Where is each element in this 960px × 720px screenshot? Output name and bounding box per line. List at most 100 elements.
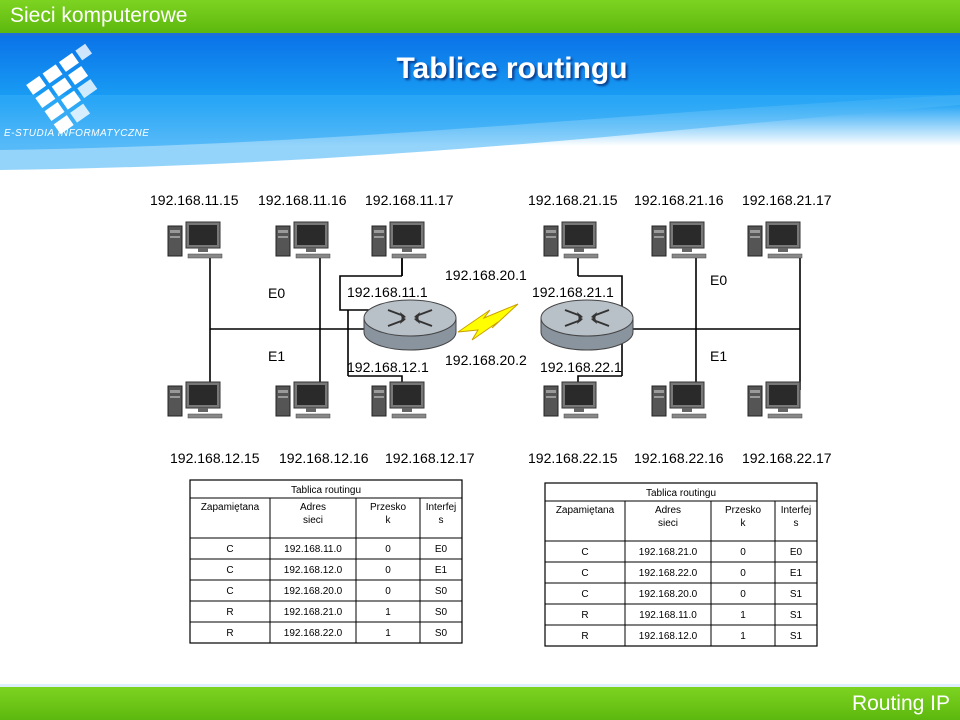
top-divider	[0, 33, 960, 36]
right-e0-label: E0	[710, 272, 727, 288]
table-header: sieci	[303, 515, 323, 526]
table-cell: S1	[790, 589, 803, 600]
table-header: Zapamiętana	[556, 505, 615, 516]
table-cell: S0	[435, 607, 448, 618]
table-cell: R	[581, 610, 588, 621]
table-cell: 192.168.20.0	[639, 589, 698, 600]
table-cell: C	[581, 589, 588, 600]
table-cell: E1	[790, 568, 803, 579]
topic-label: Routing IP	[851, 692, 950, 715]
right-router-icon	[540, 299, 634, 351]
table-cell: 0	[385, 565, 391, 576]
table-header: Zapamiętana	[201, 502, 260, 513]
host-12-17-icon	[371, 381, 427, 419]
table-cell: 0	[740, 547, 746, 558]
right-e1-label: E1	[710, 348, 727, 364]
host-ip: 192.168.12.16	[279, 450, 369, 466]
table-cell: C	[226, 544, 233, 555]
left-router-icon	[363, 299, 457, 351]
host-ip: 192.168.12.15	[170, 450, 260, 466]
table-header: s	[794, 518, 799, 529]
host-ip: 192.168.22.17	[742, 450, 832, 466]
host-ip: 192.168.21.16	[634, 192, 724, 208]
table-cell: 1	[385, 607, 391, 618]
e-studia-logo-icon	[26, 43, 98, 135]
left-router-ip-bottom: 192.168.12.1	[347, 359, 429, 375]
table-cell: 192.168.21.0	[284, 607, 343, 618]
host-11-17-icon	[371, 221, 427, 259]
table-cell: 192.168.22.0	[284, 628, 343, 639]
host-22-16-icon	[651, 381, 707, 419]
table-cell: C	[581, 547, 588, 558]
table-cell: 0	[385, 586, 391, 597]
host-22-17-icon	[747, 381, 803, 419]
host-ip: 192.168.22.15	[528, 450, 618, 466]
table-cell: 192.168.20.0	[284, 586, 343, 597]
table-cell: 1	[740, 631, 746, 642]
table-cell: C	[226, 586, 233, 597]
host-21-17-icon	[747, 221, 803, 259]
table-cell: 0	[740, 589, 746, 600]
table-cell: 192.168.22.0	[639, 568, 698, 579]
table-cell: 1	[740, 610, 746, 621]
table-frame	[189, 479, 463, 644]
table-cell: E1	[435, 565, 448, 576]
host-ip: 192.168.11.16	[258, 192, 347, 208]
table-cell: R	[226, 607, 233, 618]
table-title: Tablica routingu	[646, 488, 716, 499]
right-router-ip-bottom: 192.168.22.1	[540, 359, 622, 375]
network-diagram: 192.168.11.15 192.168.11.16 192.168.11.1…	[150, 192, 832, 647]
logo-text: E-STUDIA INFORMATYCZNE	[4, 128, 150, 139]
table-cell: C	[226, 565, 233, 576]
table-header: Przesko	[370, 502, 407, 513]
top-bar: Sieci komputerowe	[0, 0, 960, 33]
table-cell: C	[581, 568, 588, 579]
course-name: Sieci komputerowe	[10, 4, 188, 27]
table-header: Interfej	[781, 505, 812, 516]
host-21-15-icon	[543, 221, 599, 259]
table-cell: 0	[385, 544, 391, 555]
table-cell: 192.168.21.0	[639, 547, 698, 558]
table-cell: 1	[385, 628, 391, 639]
table-header: sieci	[658, 518, 678, 529]
host-12-16-icon	[275, 381, 331, 419]
host-12-15-icon	[167, 381, 223, 419]
table-cell: 192.168.12.0	[284, 565, 343, 576]
left-router-ip-top: 192.168.11.1	[347, 284, 428, 300]
host-11-15-icon	[167, 221, 223, 259]
host-ip: 192.168.12.17	[385, 450, 475, 466]
table-cell: S1	[790, 631, 803, 642]
table-cell: E0	[435, 544, 448, 555]
table-cell: R	[226, 628, 233, 639]
table-header: s	[439, 515, 444, 526]
table-cell: 0	[740, 568, 746, 579]
table-header: k	[741, 518, 747, 529]
table-header: Adres	[300, 502, 326, 513]
bottom-divider	[0, 684, 960, 687]
header-wave	[0, 95, 960, 170]
table-header: Adres	[655, 505, 681, 516]
table-header: Interfej	[426, 502, 457, 513]
table-cell: E0	[790, 547, 803, 558]
left-network-cables	[209, 258, 403, 390]
table-cell: S0	[435, 628, 448, 639]
table-cell: 192.168.11.0	[284, 544, 342, 555]
table-cell: S1	[790, 610, 803, 621]
link-ip-top: 192.168.20.1	[445, 267, 527, 283]
host-22-15-icon	[543, 381, 599, 419]
table-header: Przesko	[725, 505, 762, 516]
link-ip-bottom: 192.168.20.2	[445, 352, 527, 368]
host-ip: 192.168.11.15	[150, 192, 239, 208]
left-e1-label: E1	[268, 348, 285, 364]
page-title: Tablice routingu	[396, 52, 628, 85]
host-ip: 192.168.11.17	[365, 192, 454, 208]
table-cell: 192.168.12.0	[639, 631, 698, 642]
left-e0-label: E0	[268, 285, 285, 301]
table-frame	[544, 482, 818, 647]
right-router-ip-top: 192.168.21.1	[532, 284, 614, 300]
table-cell: R	[581, 631, 588, 642]
table-cell: 192.168.11.0	[639, 610, 697, 621]
table-title: Tablica routingu	[291, 485, 361, 496]
